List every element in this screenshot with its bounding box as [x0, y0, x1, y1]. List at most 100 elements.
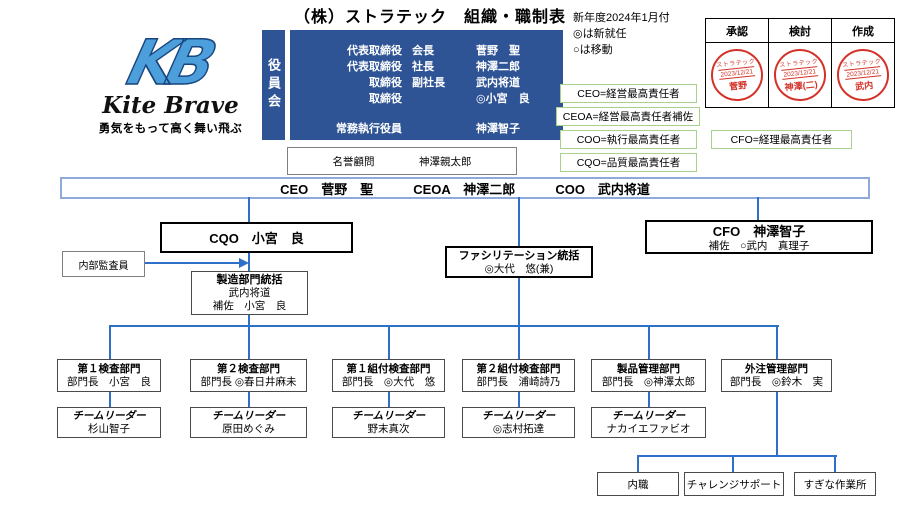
- connector-line: [648, 392, 650, 407]
- connector-line: [248, 325, 250, 359]
- note-line: ◎は新就任: [573, 28, 627, 40]
- dept-manager: 部門長 ◎春日井麻未: [200, 375, 297, 388]
- cqo-box: CQO 小宮 良: [160, 222, 353, 253]
- dept-manager: 部門長 浦崎詩乃: [476, 375, 561, 388]
- hanko-seal-icon: ストラテック 2023/12/21 武内: [834, 46, 892, 104]
- board-role: 常務執行役員: [336, 123, 402, 135]
- hanko-seal-icon: ストラテック 2023/12/21 菅野: [708, 46, 766, 104]
- board-box: 代表取締役 会長 菅野 聖 代表取締役 社長 神澤二郎 取締役 副社長 武内将道…: [290, 30, 563, 140]
- team-leader-box: チームリーダー 原田めぐみ: [190, 407, 307, 438]
- auditor-arrow-line: [145, 262, 239, 264]
- dept-box-assembly-inspection2: 第２組付検査部門 部門長 浦崎詩乃: [462, 359, 575, 392]
- team-leader-box: チームリーダー ◎志村拓達: [462, 407, 575, 438]
- board-row: 取締役 副社長 武内将道: [314, 75, 555, 91]
- stamp-column: 検討 ストラテック 2023/12/21 神澤(二): [769, 19, 832, 107]
- dept-manager: 部門長 ◎大代 悠: [341, 375, 436, 388]
- division-assistant: 補佐 小宮 良: [212, 300, 287, 312]
- dept-manager: 部門長 ◎神澤太郎: [601, 375, 696, 388]
- board-role: 取締役: [369, 93, 402, 105]
- team-leader-title: チームリーダー: [72, 409, 146, 422]
- team-leader-box: チームリーダー ナカイエファビオ: [591, 407, 706, 438]
- note-line: ○は移動: [573, 44, 613, 56]
- dept-title: 第２検査部門: [217, 362, 280, 375]
- connector-line: [248, 197, 250, 223]
- dept-manager: 部門長 ◎鈴木 実: [729, 375, 824, 388]
- connector-line: [637, 455, 639, 472]
- connector-line: [248, 315, 250, 326]
- board-tab-label: 役員会: [262, 30, 285, 140]
- dept-title: 第２組付検査部門: [476, 362, 561, 375]
- internal-auditor-box: 内部監査員: [62, 251, 145, 277]
- seal-name: 武内: [854, 80, 874, 92]
- team-leader-name: ナカイエファビオ: [606, 422, 691, 435]
- page-title: （株）ストラテック 組織・職制表: [293, 9, 566, 26]
- facilitation-title: ファシリテーション統括: [458, 249, 580, 262]
- stamp-header: 承認: [706, 19, 768, 43]
- advisor-name: 神澤親太郎: [419, 155, 472, 168]
- exec-coo: COO 武内将道: [555, 181, 650, 197]
- connector-line: [109, 325, 779, 327]
- company-logo: KB Kite Brave 勇気をもって高く舞い飛ぶ: [68, 26, 273, 136]
- definition-coo: COO=執行最高責任者: [560, 130, 697, 149]
- svg-text:KB: KB: [120, 27, 219, 94]
- advisor-label: 名誉顧問: [332, 155, 375, 168]
- connector-line: [757, 197, 759, 221]
- board-post: 社長: [412, 61, 434, 73]
- connector-line: [637, 455, 837, 457]
- arrow-right-icon: [239, 258, 249, 268]
- executive-bar: CEO 菅野 聖 CEOA 神澤二郎 COO 武内将道: [60, 177, 870, 199]
- board-post: [402, 121, 474, 137]
- dept-manager: 部門長 小宮 良: [67, 375, 151, 388]
- note-line: 新年度2024年1月付: [573, 12, 670, 24]
- connector-line: [732, 455, 734, 472]
- cfo-assistant: 補佐 ○武内 真理子: [708, 240, 810, 252]
- connector-line: [518, 197, 520, 247]
- dept-title: 外注管理部門: [745, 362, 808, 375]
- connector-line: [834, 455, 836, 472]
- stamp-header: 検討: [769, 19, 831, 43]
- dept-title: 第１検査部門: [77, 362, 141, 375]
- board-post: 副社長: [412, 77, 445, 89]
- team-leader-title: チームリーダー: [481, 409, 556, 422]
- honorary-advisor-box: 名誉顧問 神澤親太郎: [287, 147, 517, 175]
- team-leader-title: チームリーダー: [611, 409, 686, 422]
- board-row: 代表取締役 会長 菅野 聖: [314, 43, 555, 59]
- division-title: 製造部門統括: [216, 274, 283, 286]
- dept-title: 第１組付検査部門: [346, 362, 431, 375]
- board-post: 会長: [412, 45, 434, 57]
- board-name: 神澤智子: [476, 123, 520, 135]
- stamp-header: 作成: [832, 19, 894, 43]
- connector-line: [518, 325, 520, 359]
- team-leader-title: チームリーダー: [351, 409, 426, 422]
- dept-box-product-management: 製品管理部門 部門長 ◎神澤太郎: [591, 359, 706, 392]
- dept-box-assembly-inspection1: 第１組付検査部門 部門長 ◎大代 悠: [332, 359, 445, 392]
- subcontractor-box-challenge-support: チャレンジサポート: [684, 472, 784, 496]
- connector-line: [648, 325, 650, 359]
- facilitation-box: ファシリテーション統括 ◎大代 悠(兼): [445, 246, 593, 278]
- cfo-title: CFO 神澤智子: [712, 224, 806, 239]
- definition-cqo: CQO=品質最高責任者: [560, 153, 697, 172]
- team-leader-name: 原田めぐみ: [222, 422, 275, 435]
- definition-ceo: CEO=経営最高責任者: [560, 84, 697, 103]
- connector-line: [109, 325, 111, 359]
- manufacturing-division-box: 製造部門統括 武内将道 補佐 小宮 良: [191, 271, 308, 315]
- seal-name: 神澤(二): [784, 79, 819, 93]
- exec-ceoa: CEOA 神澤二郎: [413, 181, 516, 197]
- board-row: 常務執行役員 神澤智子: [314, 121, 555, 137]
- dept-box-outsourcing-management: 外注管理部門 部門長 ◎鈴木 実: [721, 359, 832, 392]
- dept-title: 製品管理部門: [617, 362, 680, 375]
- logo-tagline: 勇気をもって高く舞い飛ぶ: [98, 123, 243, 135]
- board-role: 取締役: [369, 77, 402, 89]
- division-head: 武内将道: [228, 287, 271, 299]
- stamp-cell: ストラテック 2023/12/21 武内: [832, 43, 894, 107]
- board-role: 代表取締役: [347, 45, 402, 57]
- connector-line: [388, 392, 390, 407]
- connector-line: [776, 392, 778, 456]
- team-leader-box: チームリーダー 杉山智子: [57, 407, 161, 438]
- hanko-seal-icon: ストラテック 2023/12/21 神澤(二): [771, 46, 829, 104]
- team-leader-name: ◎志村拓達: [492, 422, 545, 435]
- connector-line: [248, 392, 250, 407]
- dept-box-inspection2: 第２検査部門 部門長 ◎春日井麻未: [190, 359, 307, 392]
- board-name: 神澤二郎: [476, 61, 520, 73]
